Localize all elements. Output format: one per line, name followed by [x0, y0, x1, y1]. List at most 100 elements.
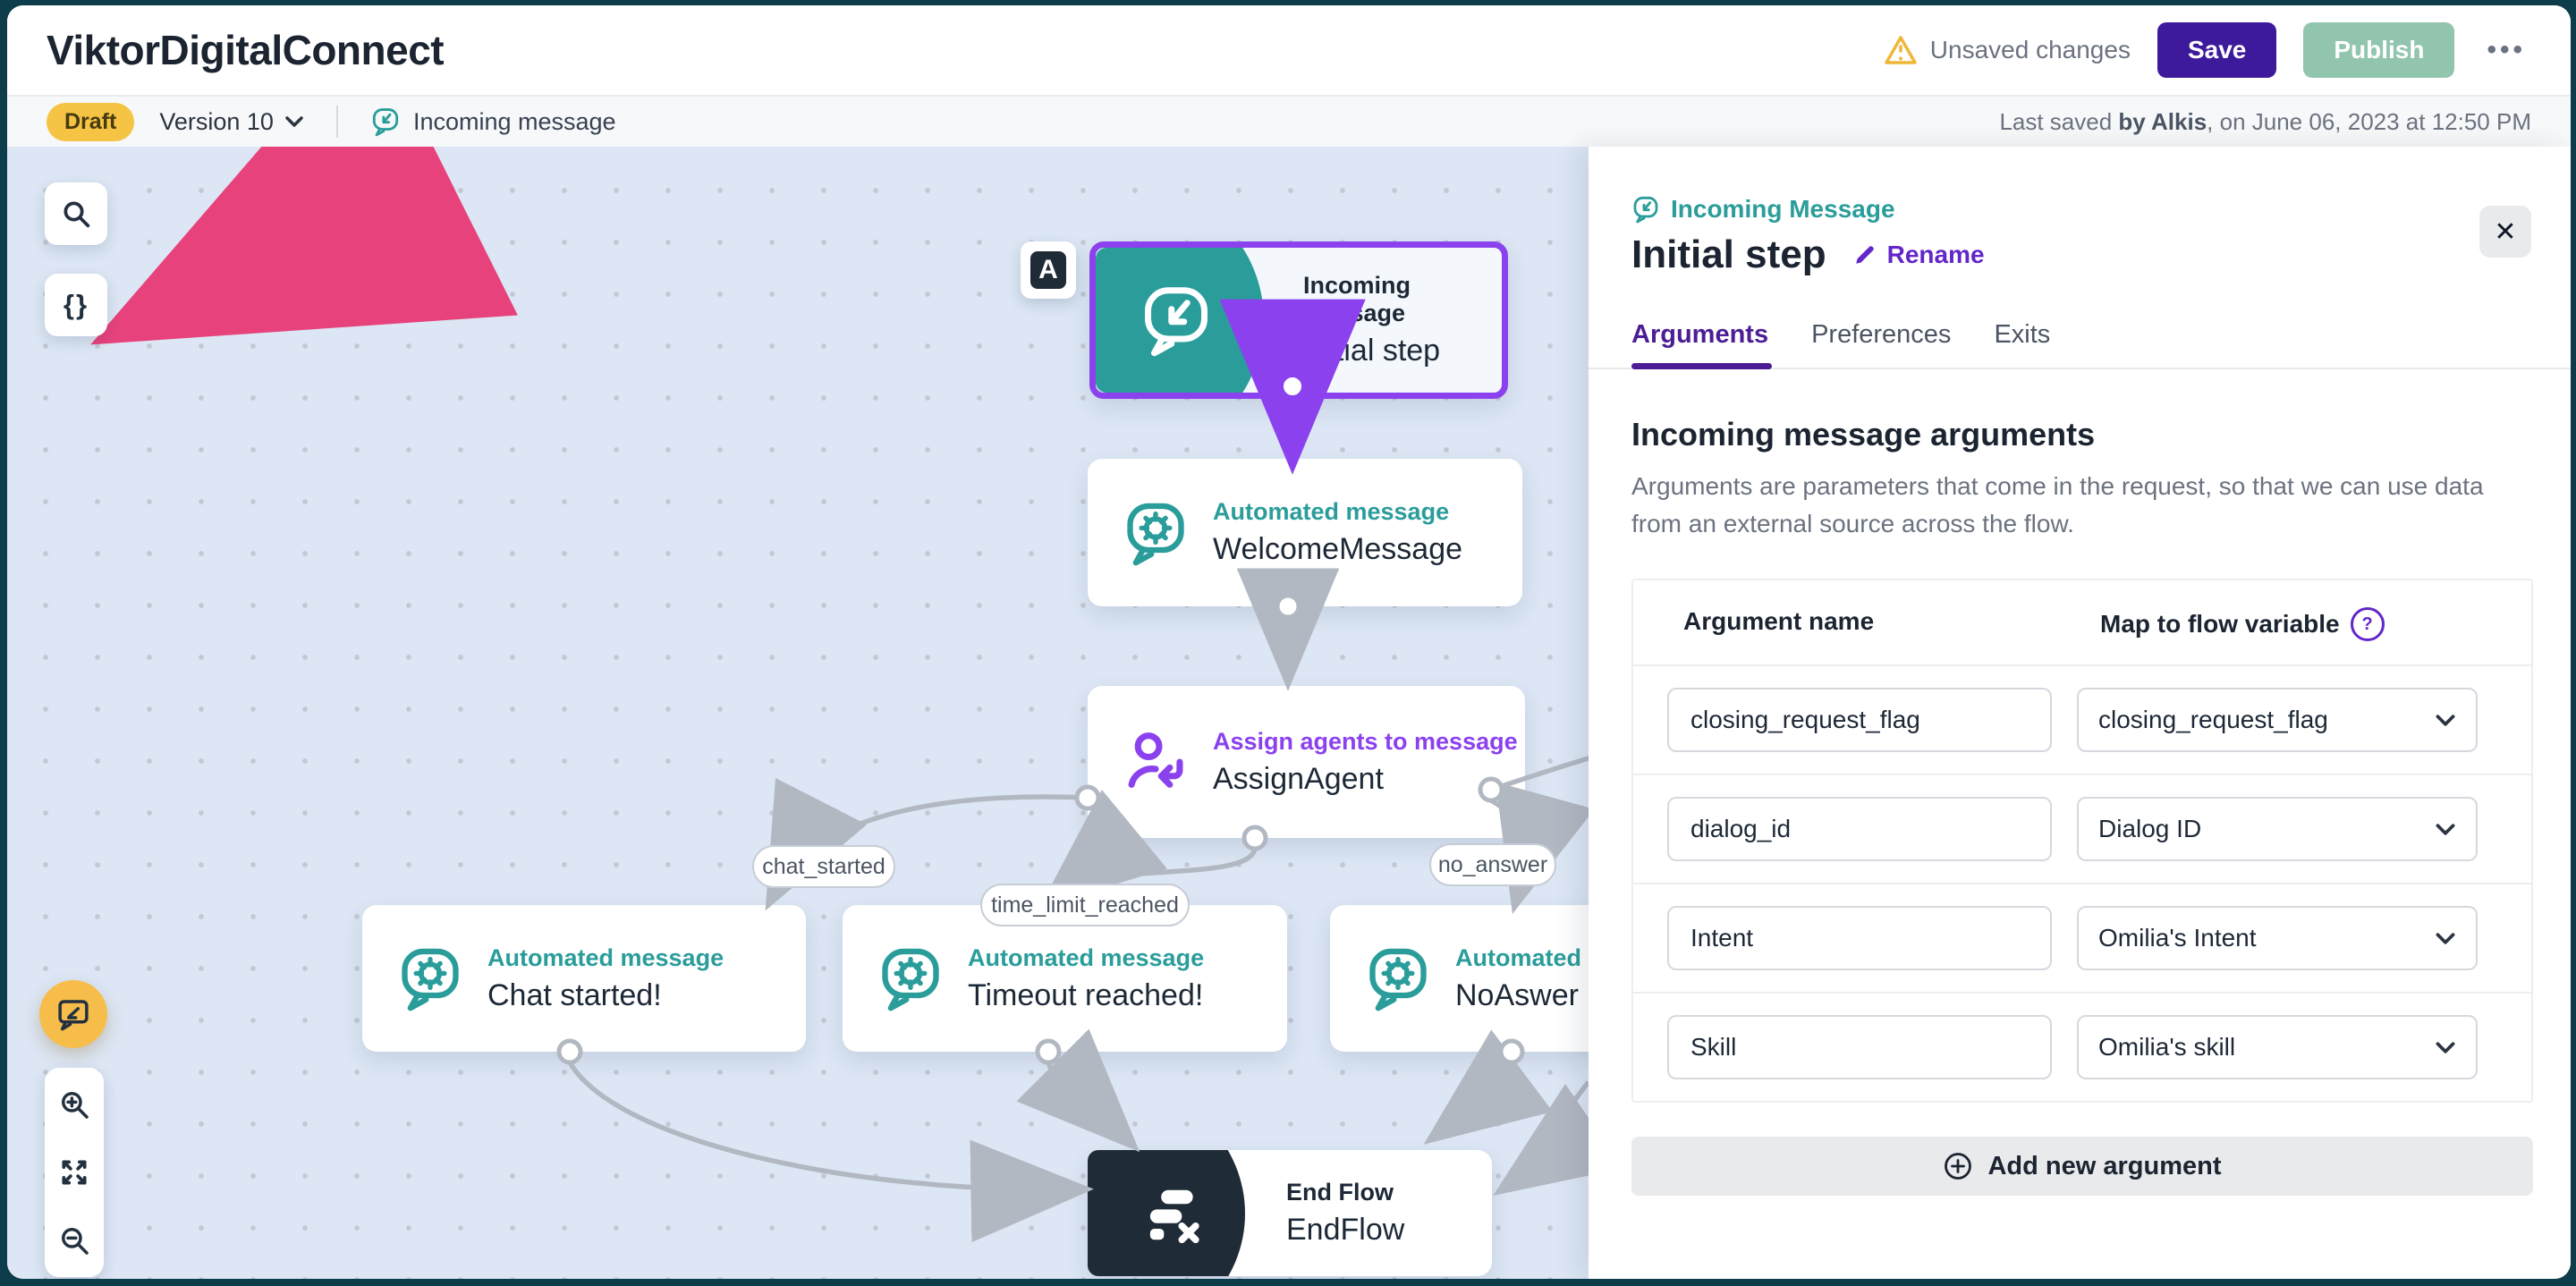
- version-label: Version 10: [159, 107, 274, 135]
- node-assign-agent[interactable]: Assign agents to message AssignAgent: [1088, 686, 1525, 838]
- publish-button[interactable]: Publish: [2303, 22, 2455, 78]
- more-options-button[interactable]: •••: [2487, 35, 2526, 64]
- version-bar: Draft Version 10 Incoming message Last s…: [7, 97, 2571, 148]
- search-icon: [64, 201, 90, 228]
- save-button[interactable]: Save: [2157, 22, 2277, 78]
- canvas-zoom-toolbar: [45, 1068, 104, 1277]
- selected-variable: Omilia's skill: [2098, 1033, 2236, 1061]
- close-panel-button[interactable]: ✕: [2479, 206, 2531, 258]
- argument-row: closing_request_flag: [1633, 664, 2531, 774]
- edge-label-time-limit-reached: time_limit_reached: [980, 884, 1190, 926]
- divider: [335, 106, 338, 138]
- chevron-down-icon: [2436, 714, 2455, 726]
- node-name-label: Initial step: [1303, 334, 1441, 368]
- panel-node-type: Incoming Message: [1631, 195, 2533, 224]
- argument-row: Omilia's skill: [1633, 992, 2531, 1101]
- node-chat-started[interactable]: Automated message Chat started!: [362, 905, 806, 1052]
- search-button[interactable]: [45, 182, 107, 245]
- column-map-to-flow-variable: Map to flow variable ?: [2100, 607, 2385, 641]
- flow-variable-select[interactable]: Omilia's skill: [2077, 1015, 2478, 1079]
- expand-icon: [62, 1160, 87, 1185]
- column-argument-name: Argument name: [1683, 607, 1875, 635]
- rename-button[interactable]: Rename: [1853, 241, 1985, 269]
- panel-step-title: Initial step: [1631, 233, 1826, 276]
- chevron-down-icon: [285, 116, 303, 127]
- node-type-label: Automated message: [1213, 498, 1450, 525]
- automated-message-icon: [1364, 944, 1432, 1012]
- arguments-section-description: Arguments are parameters that come in th…: [1631, 472, 2484, 537]
- node-end-flow[interactable]: End Flow EndFlow: [1088, 1150, 1492, 1276]
- node-name-label: EndFlow: [1286, 1213, 1405, 1247]
- keyboard-key-a: A: [1030, 251, 1066, 289]
- feedback-button[interactable]: [39, 980, 107, 1048]
- node-type-label: Automated message: [968, 943, 1205, 971]
- node-name-label: Timeout reached!: [968, 977, 1204, 1012]
- tab-exits[interactable]: Exits: [1994, 320, 2051, 349]
- app-card: ViktorDigitalConnect Unsaved changes Sav…: [7, 5, 2571, 1279]
- unsaved-changes-status: Unsaved changes: [1884, 35, 2131, 65]
- breadcrumb-label: Incoming message: [412, 107, 616, 135]
- edge-label-chat-started: chat_started: [752, 845, 895, 888]
- arguments-section-title: Incoming message arguments: [1631, 416, 2096, 453]
- chevron-down-icon: [2436, 1041, 2455, 1053]
- help-icon[interactable]: ?: [2350, 607, 2385, 641]
- argument-name-input[interactable]: [1667, 1015, 2052, 1079]
- flow-variable-select[interactable]: closing_request_flag: [2077, 688, 2478, 752]
- breadcrumb: Incoming message: [370, 106, 616, 137]
- node-name-label: AssignAgent: [1213, 761, 1384, 796]
- node-type-label: Automated message: [487, 943, 724, 971]
- argument-name-input[interactable]: [1667, 906, 2052, 970]
- node-name-label: Chat started!: [487, 977, 662, 1012]
- selected-variable: closing_request_flag: [2098, 706, 2328, 733]
- zoom-in-button[interactable]: [52, 1082, 97, 1127]
- chevron-down-icon: [2436, 932, 2455, 944]
- draft-status-badge: Draft: [47, 102, 135, 141]
- selected-variable: Dialog ID: [2098, 815, 2202, 842]
- tab-preferences[interactable]: Preferences: [1811, 320, 1952, 349]
- node-type-label: Incoming Message: [1303, 272, 1411, 326]
- incoming-message-icon: [1633, 196, 1658, 224]
- add-new-argument-button[interactable]: Add new argument: [1631, 1137, 2533, 1196]
- automated-message-icon: [396, 944, 464, 1012]
- arguments-table-header: Argument name Map to flow variable ?: [1633, 580, 2531, 664]
- node-type-label: End Flow: [1286, 1179, 1394, 1206]
- edge-label-no-answer: no_answer: [1429, 843, 1556, 886]
- selected-variable: Omilia's Intent: [2098, 924, 2257, 952]
- plus-circle-icon: [1945, 1153, 1972, 1180]
- feedback-icon: [58, 1000, 89, 1031]
- incoming-message-icon: [372, 108, 399, 137]
- pencil-icon: [1855, 246, 1874, 264]
- warning-icon: [1884, 35, 1918, 65]
- panel-node-type-label: Incoming Message: [1671, 195, 1895, 223]
- version-dropdown[interactable]: Version 10: [159, 108, 304, 136]
- zoom-out-button[interactable]: [52, 1218, 97, 1263]
- app-header: ViktorDigitalConnect Unsaved changes Sav…: [7, 5, 2571, 97]
- node-name-label: NoAswer: [1455, 977, 1579, 1012]
- argument-row: Dialog ID: [1633, 774, 2531, 883]
- node-initial-step[interactable]: Incoming Message Initial step: [1089, 241, 1508, 399]
- zoom-in-icon: [62, 1092, 89, 1119]
- unsaved-changes-label: Unsaved changes: [1929, 36, 2131, 63]
- node-timeout-reached[interactable]: Automated message Timeout reached!: [843, 905, 1287, 1052]
- zoom-out-icon: [62, 1228, 89, 1255]
- last-saved-status: Last saved by Alkis, on June 06, 2023 at…: [1999, 107, 2531, 135]
- fit-view-button[interactable]: [52, 1150, 97, 1195]
- node-welcome-message[interactable]: Automated message WelcomeMessage: [1088, 459, 1522, 606]
- tab-arguments[interactable]: Arguments: [1631, 320, 1773, 369]
- page-title: ViktorDigitalConnect: [47, 27, 445, 73]
- step-details-panel: Incoming Message Initial step Rename ✕ A…: [1589, 147, 2571, 1279]
- flow-variable-select[interactable]: Omilia's Intent: [2077, 906, 2478, 970]
- chevron-down-icon: [2436, 823, 2455, 835]
- braces-icon: {}: [63, 289, 89, 320]
- argument-name-input[interactable]: [1667, 688, 2052, 752]
- end-flow-icon: [1138, 1180, 1204, 1247]
- flow-variable-select[interactable]: Dialog ID: [2077, 797, 2478, 861]
- node-no-answer[interactable]: Automated message NoAswer: [1330, 905, 1589, 1052]
- assign-agents-icon: [1122, 728, 1190, 796]
- add-new-argument-label: Add new argument: [1987, 1151, 2222, 1180]
- argument-name-input[interactable]: [1667, 797, 2052, 861]
- keyboard-shortcut-badge: A: [1021, 241, 1076, 299]
- variables-button[interactable]: {}: [45, 274, 107, 336]
- panel-tabs: Arguments Preferences Exits: [1589, 320, 2571, 369]
- flow-canvas[interactable]: A Incoming Message Initial step: [7, 147, 1589, 1279]
